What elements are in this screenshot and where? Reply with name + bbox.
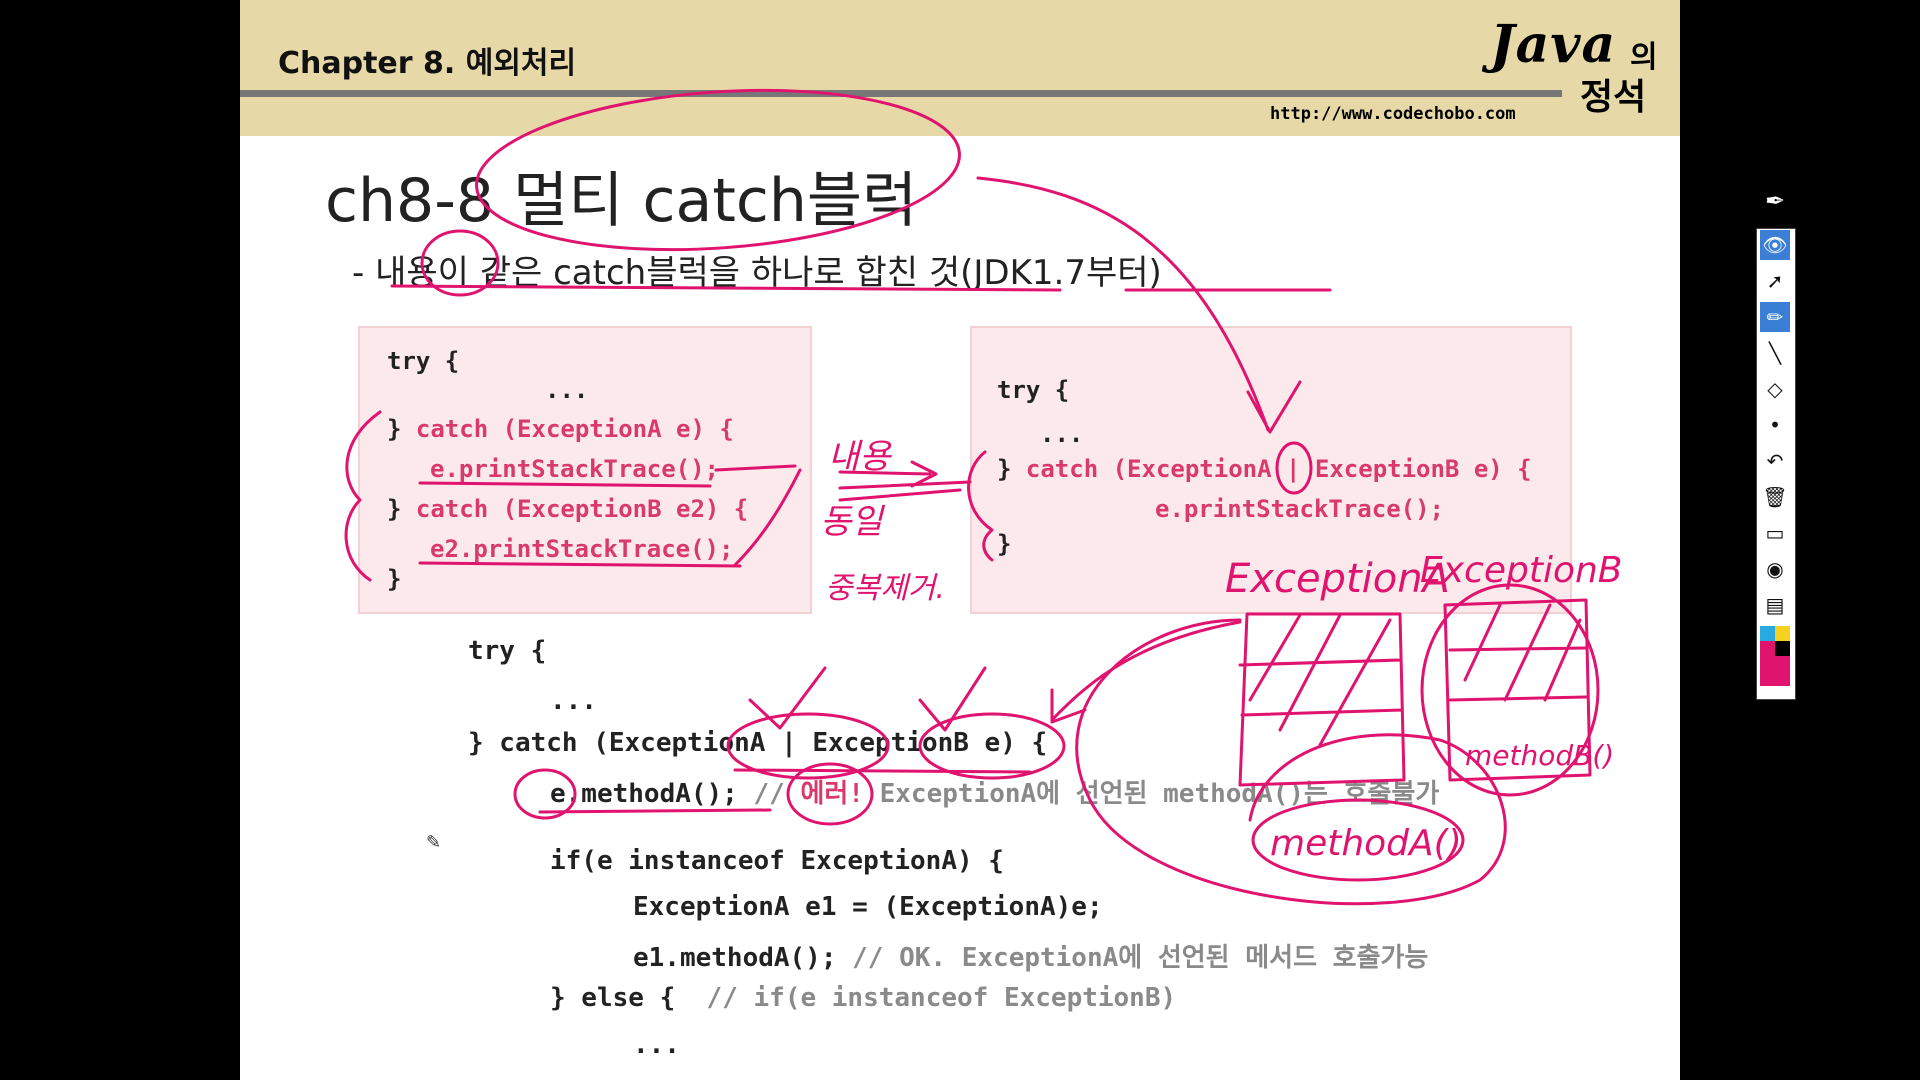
annotation-toolbar: ✒ 👁 ➚ ✏ ╲ ◇ • ↶ 🗑 ▭ ◉ ▤ (1754, 178, 1796, 700)
handwriting-same-content2: 동일 (820, 502, 885, 542)
annotation-underline-methoda (538, 808, 772, 814)
handwriting-same-content: 내용 (828, 437, 892, 477)
chapter-title: Chapter 8. 예외처리 (278, 46, 577, 81)
eye-icon[interactable]: 👁 (1760, 230, 1790, 260)
code-line: } else { // if(e instanceof ExceptionB) (550, 983, 1177, 1013)
annotation-table-b (1443, 598, 1592, 782)
pen-icon[interactable]: ✒ (1764, 187, 1786, 215)
clipboard-icon[interactable]: ▤ (1765, 593, 1785, 617)
annotation-check-b (918, 666, 987, 732)
code-line: } catch (ExceptionB e2) { (387, 495, 749, 523)
handwriting-duplicate: 중복제거. (825, 571, 945, 606)
slide-subtitle: - 내용이 같은 catch블럭을 하나로 합친 것(JDK1.7부터) (352, 253, 1162, 293)
eraser-icon[interactable]: ◇ (1767, 377, 1783, 401)
line-icon[interactable]: ╲ (1768, 341, 1782, 365)
handwriting-method-a: methodA() (1270, 823, 1462, 864)
code-line: e.printStackTrace(); (1155, 495, 1444, 523)
palette-icon[interactable] (1760, 626, 1790, 690)
undo-icon[interactable]: ↶ (1766, 449, 1784, 473)
header-rule (240, 90, 1562, 97)
site-url: http://www.codechobo.com (1270, 104, 1516, 124)
annotation-underline-exa (733, 768, 1032, 774)
slide: Chapter 8. 예외처리 Java 의 정석 http://www.cod… (240, 0, 1680, 1080)
code-line: } (997, 530, 1012, 558)
pointer-icon[interactable]: ➚ (1766, 269, 1784, 293)
trash-icon[interactable]: 🗑 (1762, 485, 1788, 509)
annotation-circle-methoda (1251, 798, 1465, 882)
code-line: ... (545, 376, 589, 404)
code-line: ExceptionA e1 = (ExceptionA)e; (633, 892, 1103, 922)
code-line: } catch (ExceptionA | ExceptionB e) { (468, 728, 1048, 758)
dot-icon[interactable]: • (1769, 413, 1781, 437)
logo-jeongseok: 정석 (1580, 77, 1647, 118)
code-line: ... (1040, 420, 1084, 448)
code-line: e2.printStackTrace(); (430, 535, 734, 563)
code-line: e.methodA(); // 에러! ExceptionA에 선언된 meth… (550, 779, 1440, 809)
mouse-cursor-icon: ✎ (426, 832, 441, 853)
annotation-arrows-merge (838, 460, 972, 502)
highlighter-icon[interactable]: ✏ (1760, 302, 1790, 332)
annotation-check-a (748, 666, 827, 730)
code-line: ... (550, 686, 597, 716)
code-line: e.printStackTrace(); (430, 455, 719, 483)
annotation-big-loop (1075, 618, 1507, 906)
annotation-circle-exb-box (1420, 583, 1600, 797)
logo-ui: 의 (1630, 40, 1658, 75)
code-line: try { (387, 347, 460, 375)
code-line: ... (633, 1030, 680, 1060)
code-line: try { (468, 636, 547, 666)
code-line: if(e instanceof ExceptionA) { (550, 846, 1004, 876)
slide-title: ch8-8 멀티 catch블럭 (325, 166, 918, 236)
screen-icon[interactable]: ▭ (1765, 521, 1785, 545)
handwriting-method-b: methodB() (1465, 739, 1614, 772)
logo-java: Java (1490, 14, 1617, 75)
code-line: } catch (ExceptionA e) { (387, 415, 734, 443)
code-line: } (387, 565, 402, 593)
code-line: } catch (ExceptionA | ExceptionB e) { (997, 455, 1532, 483)
code-line: try { (997, 376, 1070, 404)
camera-icon[interactable]: ◉ (1766, 557, 1784, 581)
slide-header: Chapter 8. 예외처리 Java 의 정석 http://www.cod… (240, 0, 1680, 136)
annotation-table-a (1238, 612, 1406, 787)
code-line: e1.methodA(); // OK. ExceptionA에 선언된 메서드… (633, 943, 1429, 973)
annotation-arrow-to-catch (1050, 620, 1242, 724)
